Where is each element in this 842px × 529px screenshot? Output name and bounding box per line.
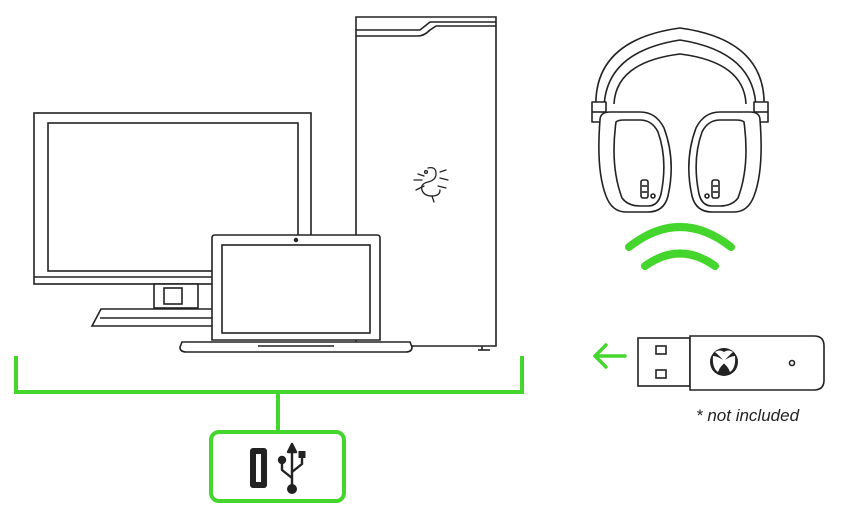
not-included-note: * not included (696, 406, 800, 425)
usb-port-box (209, 430, 346, 503)
pc-tower (355, 16, 497, 351)
usb-trident-icon (277, 442, 306, 494)
laptop (179, 234, 413, 353)
xbox-logo-icon (710, 348, 738, 376)
headset (591, 27, 769, 213)
razer-snake-logo-icon (413, 166, 449, 203)
arrow-left-icon (593, 343, 627, 369)
wireless-signal-icon (625, 223, 735, 270)
usb-a-port-icon (250, 448, 267, 488)
connection-bracket (14, 356, 524, 434)
